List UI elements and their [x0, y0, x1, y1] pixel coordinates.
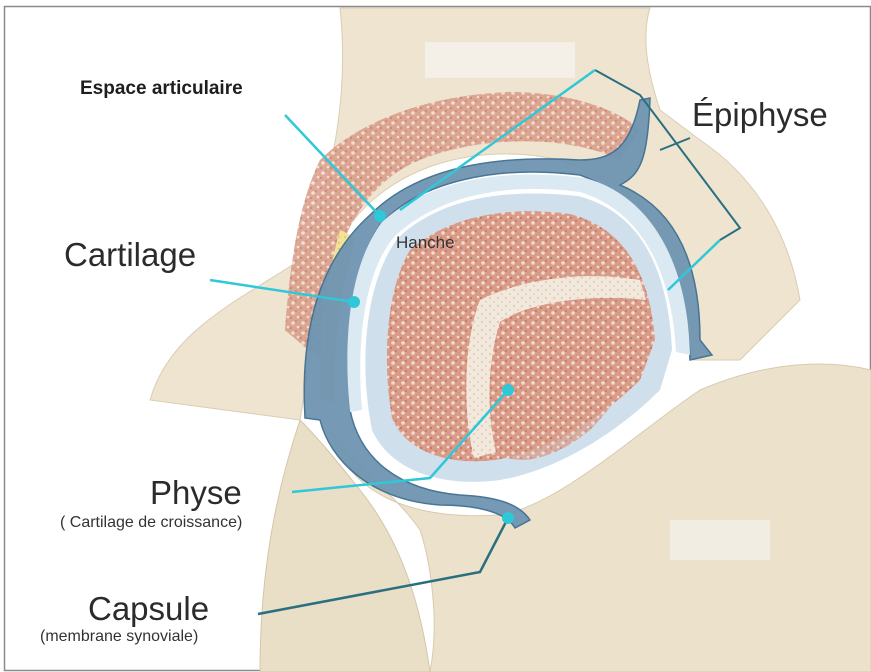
capsule-dot — [502, 512, 514, 524]
espace-articulaire-dot — [374, 210, 386, 222]
cartilage-dot — [348, 296, 360, 308]
label-physe-subtitle: ( Cartilage de croissance) — [60, 514, 242, 532]
physe-dot — [502, 384, 514, 396]
label-capsule: Capsule — [88, 590, 209, 628]
masked-area-top — [425, 42, 575, 78]
label-physe: Physe — [150, 474, 242, 512]
label-espace-articulaire: Espace articulaire — [80, 78, 243, 100]
label-epiphyse: Épiphyse — [692, 96, 828, 134]
masked-area-right — [670, 520, 770, 560]
label-cartilage: Cartilage — [64, 236, 196, 274]
label-hanche: Hanche — [396, 233, 455, 253]
label-capsule-subtitle: (membrane synoviale) — [40, 628, 198, 646]
